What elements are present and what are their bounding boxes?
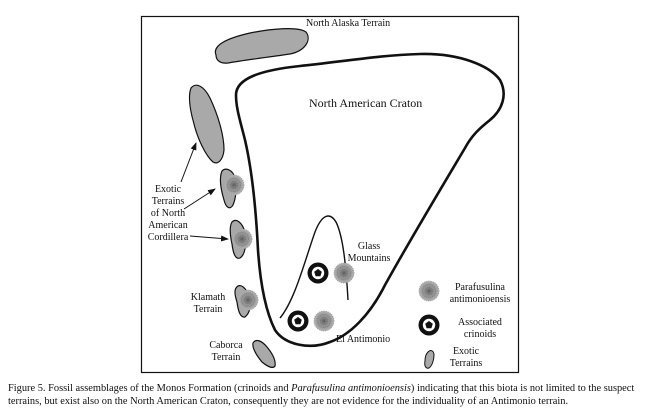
- crinoid-marker: [307, 262, 329, 284]
- parafusulina-marker: [313, 310, 335, 332]
- klamath-label: Klamath Terrain: [186, 292, 230, 316]
- parafusulina-marker: [231, 228, 253, 250]
- label-line: Parafusulina: [455, 282, 505, 293]
- label-line: Caborca: [209, 340, 243, 351]
- exotic-cordillera-label: Exotic Terrains of North American Cordil…: [146, 184, 190, 244]
- label-line: Terrain: [211, 352, 241, 363]
- label-line: Terrains: [151, 196, 185, 207]
- label-line: crinoids: [463, 329, 497, 340]
- map-diagram: [140, 15, 520, 374]
- crinoid-icon: [418, 314, 440, 336]
- parafusulina-icon: [418, 280, 440, 302]
- label-line: of North: [150, 208, 186, 219]
- label-line: Klamath: [190, 292, 226, 303]
- parafusulina-marker: [223, 174, 245, 196]
- label-line: Exotic: [452, 346, 480, 357]
- legend-parafusulina-label: Parafusulina antimonioensis: [447, 282, 513, 306]
- label-line: Cordillera: [147, 232, 189, 243]
- glass-mountains-outline: [279, 215, 349, 319]
- exotic-terrain-icon: [424, 350, 435, 369]
- north-alaska-label: North Alaska Terrain: [306, 18, 391, 29]
- label-line: Glass: [357, 241, 381, 252]
- exotic-terrain-1: [188, 84, 225, 164]
- label-line: Associated: [458, 317, 502, 328]
- label-line: antimonioensis: [449, 294, 511, 305]
- glass-mountains-label: Glass Mountains: [346, 241, 392, 265]
- caption-text: Figure 5. Fossil assemblages of the Mono…: [8, 383, 292, 394]
- north-alaska-terrain: [214, 28, 309, 64]
- arrow-icon: [183, 188, 216, 210]
- legend-crinoids-label: Associated crinoids: [452, 317, 508, 341]
- craton-label: North American Craton: [309, 96, 423, 110]
- label-line: Mountains: [347, 253, 391, 264]
- el-antimonio-label: El Antimonio: [336, 334, 391, 345]
- label-line: Terrains: [449, 358, 483, 369]
- parafusulina-marker: [333, 262, 355, 284]
- label-line: Terrain: [193, 304, 223, 315]
- north-american-craton: [234, 52, 505, 348]
- figure-caption: Figure 5. Fossil assemblages of the Mono…: [8, 382, 658, 408]
- arrow-icon: [189, 235, 229, 242]
- caborca-terrain: [252, 339, 276, 368]
- label-line: Exotic: [154, 184, 182, 195]
- crinoid-marker: [287, 310, 309, 332]
- caption-text: ) indicating that this biota is not limi…: [8, 383, 635, 407]
- arrow-icon: [180, 142, 197, 183]
- map-frame: [140, 15, 520, 374]
- legend-exotic-label: Exotic Terrains: [444, 346, 488, 370]
- figure: North Alaska Terrain North American Crat…: [140, 15, 520, 374]
- caption-species-name: Parafusulina antimonioensis: [291, 383, 411, 394]
- parafusulina-marker: [237, 289, 259, 311]
- label-line: American: [148, 220, 188, 231]
- caborca-label: Caborca Terrain: [204, 340, 248, 364]
